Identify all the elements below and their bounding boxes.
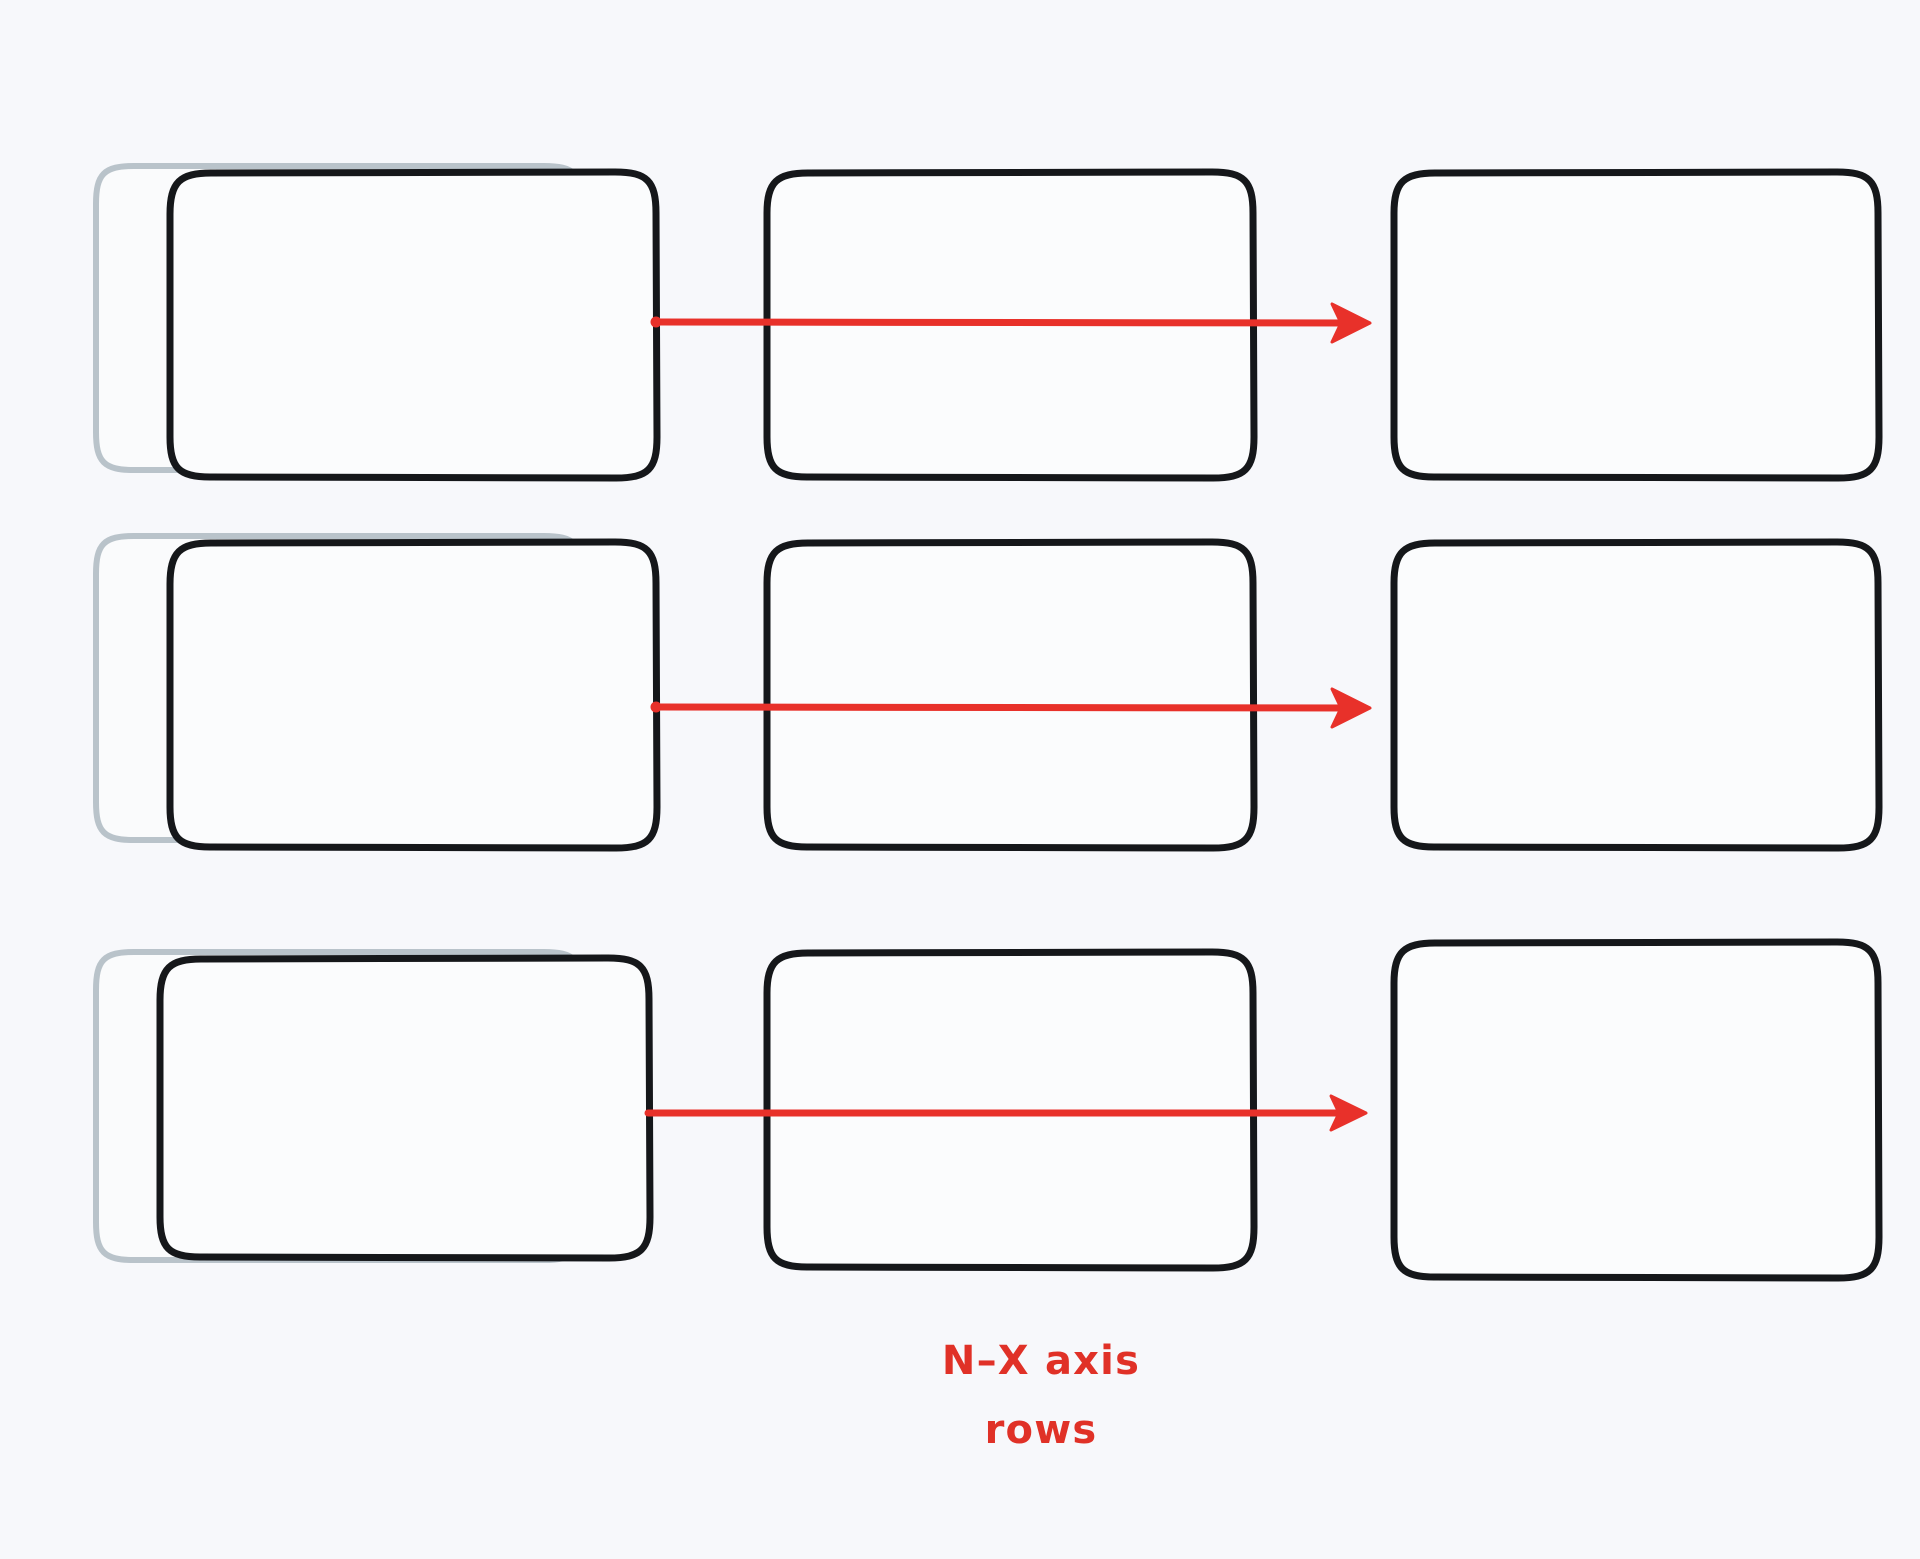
- row-2-cell-2-card[interactable]: [763, 538, 1258, 852]
- caption-line-2: rows: [985, 1407, 1098, 1453]
- row-2-arrow-tail-dot: [650, 701, 662, 713]
- caption-block: N–X axis rows: [942, 1338, 1140, 1453]
- row-1-cell-3-card[interactable]: [1390, 168, 1883, 482]
- caption-line-1: N–X axis: [942, 1338, 1140, 1384]
- diagram-row-2: [93, 533, 1883, 852]
- row-1-arrow-tail-dot: [650, 316, 662, 328]
- row-2-cell-3-card[interactable]: [1390, 538, 1883, 852]
- row-2-arrow-head: [1330, 687, 1372, 729]
- row-2-arrow-shaft: [651, 703, 1360, 712]
- row-3-flow-arrow: [644, 1094, 1368, 1132]
- row-1-cell-1-card[interactable]: [166, 168, 661, 482]
- row-2-cell-1-card[interactable]: [166, 538, 661, 852]
- diagram-row-1: [93, 163, 1883, 482]
- diagram-row-3: [93, 938, 1883, 1282]
- row-3-cell-3-card[interactable]: [1390, 938, 1883, 1282]
- row-3-cell-1-card[interactable]: [156, 954, 654, 1262]
- row-2-flow-arrow: [650, 687, 1372, 729]
- row-1-arrow-head: [1330, 302, 1372, 344]
- row-1-flow-arrow: [650, 302, 1372, 344]
- row-1-arrow-shaft: [651, 318, 1360, 327]
- row-3-arrow-head: [1329, 1094, 1368, 1132]
